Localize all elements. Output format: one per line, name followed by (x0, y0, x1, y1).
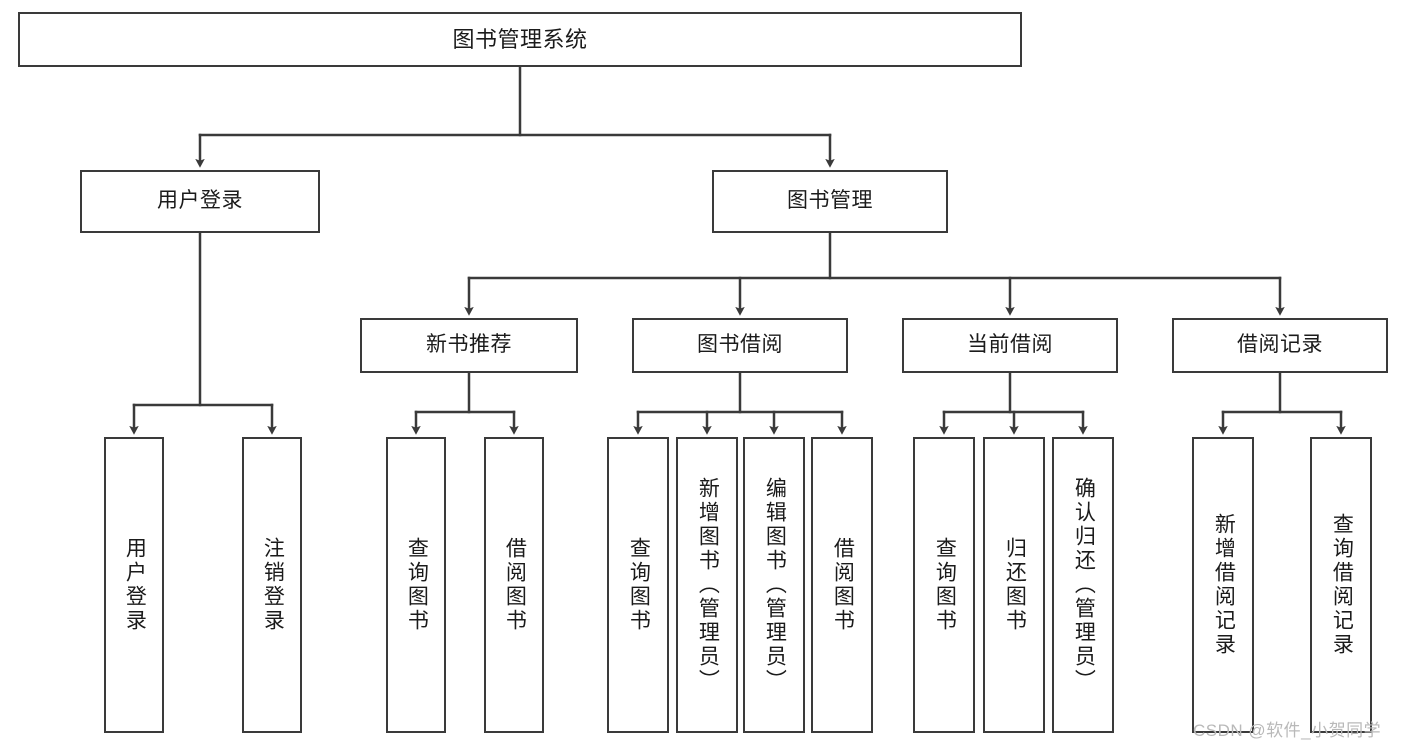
node-leaf-query-record-label: 查询借阅记录 (1330, 513, 1354, 657)
node-leaf-borrow-book[interactable]: 借阅图书 (811, 437, 873, 733)
node-borrow-record[interactable]: 借阅记录 (1172, 318, 1388, 373)
node-current-borrow-label: 当前借阅 (967, 333, 1053, 357)
node-user-login-label: 用户登录 (157, 189, 243, 213)
node-leaf-edit-book[interactable]: 编辑图书（管理员） (743, 437, 805, 733)
node-leaf-query-book-current[interactable]: 查询图书 (913, 437, 975, 733)
node-leaf-confirm-return-label: 确认归还（管理员） (1072, 477, 1096, 693)
node-new-book-recommend-label: 新书推荐 (426, 333, 512, 357)
node-leaf-return-book-label: 归还图书 (1003, 537, 1027, 633)
node-leaf-borrow-book-rec-label: 借阅图书 (503, 537, 527, 633)
node-leaf-query-book-borrow-label: 查询图书 (627, 537, 651, 633)
node-user-login[interactable]: 用户登录 (80, 170, 320, 233)
node-borrow-record-label: 借阅记录 (1237, 333, 1323, 357)
node-current-borrow[interactable]: 当前借阅 (902, 318, 1118, 373)
node-book-borrow-label: 图书借阅 (697, 333, 783, 357)
node-leaf-confirm-return[interactable]: 确认归还（管理员） (1052, 437, 1114, 733)
node-leaf-user-login[interactable]: 用户登录 (104, 437, 164, 733)
node-leaf-add-record-label: 新增借阅记录 (1212, 513, 1236, 657)
node-root[interactable]: 图书管理系统 (18, 12, 1022, 67)
node-leaf-return-book[interactable]: 归还图书 (983, 437, 1045, 733)
node-leaf-logout[interactable]: 注销登录 (242, 437, 302, 733)
node-leaf-logout-label: 注销登录 (261, 537, 285, 633)
node-leaf-add-book-label: 新增图书（管理员） (696, 477, 720, 693)
node-leaf-user-login-label: 用户登录 (123, 537, 147, 633)
node-leaf-query-book-borrow[interactable]: 查询图书 (607, 437, 669, 733)
node-leaf-query-book-rec-label: 查询图书 (405, 537, 429, 633)
node-leaf-query-book-rec[interactable]: 查询图书 (386, 437, 446, 733)
node-leaf-query-record[interactable]: 查询借阅记录 (1310, 437, 1372, 733)
node-book-management-label: 图书管理 (787, 189, 873, 213)
node-leaf-add-book[interactable]: 新增图书（管理员） (676, 437, 738, 733)
node-new-book-recommend[interactable]: 新书推荐 (360, 318, 578, 373)
csdn-watermark: CSDN @软件_小贺同学 (1193, 721, 1382, 740)
node-leaf-query-book-current-label: 查询图书 (933, 537, 957, 633)
node-root-label: 图书管理系统 (452, 26, 588, 52)
node-leaf-borrow-book-label: 借阅图书 (831, 537, 855, 633)
node-leaf-edit-book-label: 编辑图书（管理员） (763, 477, 787, 693)
node-leaf-borrow-book-rec[interactable]: 借阅图书 (484, 437, 544, 733)
node-book-management[interactable]: 图书管理 (712, 170, 948, 233)
node-book-borrow[interactable]: 图书借阅 (632, 318, 848, 373)
node-leaf-add-record[interactable]: 新增借阅记录 (1192, 437, 1254, 733)
